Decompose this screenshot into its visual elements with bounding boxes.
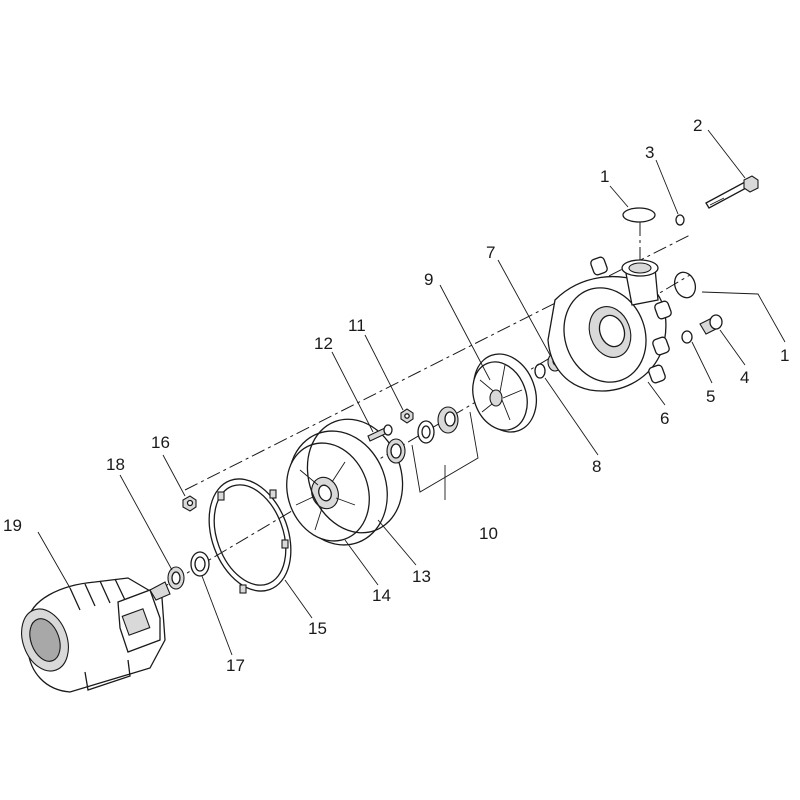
part-1-o-ring-right bbox=[673, 271, 697, 299]
part-11-nut bbox=[400, 408, 414, 424]
part-2-bolt bbox=[705, 175, 759, 209]
part-18-coupling bbox=[167, 566, 185, 590]
part-9-impeller bbox=[472, 353, 537, 433]
label-16: 16 bbox=[151, 433, 170, 452]
label-8: 8 bbox=[592, 457, 601, 476]
label-18: 18 bbox=[106, 455, 125, 474]
part-15-clamp-ring bbox=[208, 478, 292, 594]
label-1-right: 1 bbox=[780, 346, 789, 365]
label-11: 11 bbox=[348, 316, 366, 335]
label-15: 15 bbox=[308, 619, 327, 638]
label-14: 14 bbox=[372, 586, 391, 605]
part-12-screw bbox=[367, 424, 393, 442]
label-9: 9 bbox=[424, 270, 433, 289]
part-labels: 1 2 3 1 4 5 6 7 8 9 10 11 12 13 14 15 16… bbox=[3, 116, 789, 675]
label-3: 3 bbox=[645, 143, 654, 162]
part-3-washer bbox=[675, 214, 685, 226]
label-13: 13 bbox=[412, 567, 431, 586]
part-4-plug bbox=[699, 314, 723, 335]
part-10-seal bbox=[386, 406, 459, 464]
part-5-o-ring bbox=[681, 330, 693, 344]
label-1-top: 1 bbox=[600, 167, 609, 186]
label-17: 17 bbox=[226, 656, 245, 675]
part-6-pump-housing bbox=[547, 256, 672, 392]
motor bbox=[21, 577, 171, 693]
label-4: 4 bbox=[740, 368, 749, 387]
label-6: 6 bbox=[660, 409, 669, 428]
part-14-bracket bbox=[286, 430, 388, 546]
label-7: 7 bbox=[486, 243, 495, 262]
seal-bracket bbox=[411, 411, 479, 493]
part-8-o-ring bbox=[534, 363, 546, 379]
part-16-nut bbox=[182, 495, 197, 512]
label-5: 5 bbox=[706, 387, 715, 406]
label-10: 10 bbox=[479, 524, 498, 543]
label-12: 12 bbox=[314, 334, 333, 353]
leader-lines bbox=[37, 129, 786, 656]
part-17-ring bbox=[190, 551, 210, 577]
label-19: 19 bbox=[3, 516, 22, 535]
upper-axis bbox=[184, 234, 691, 491]
part-1-o-ring-top bbox=[622, 207, 656, 223]
label-2: 2 bbox=[693, 116, 702, 135]
